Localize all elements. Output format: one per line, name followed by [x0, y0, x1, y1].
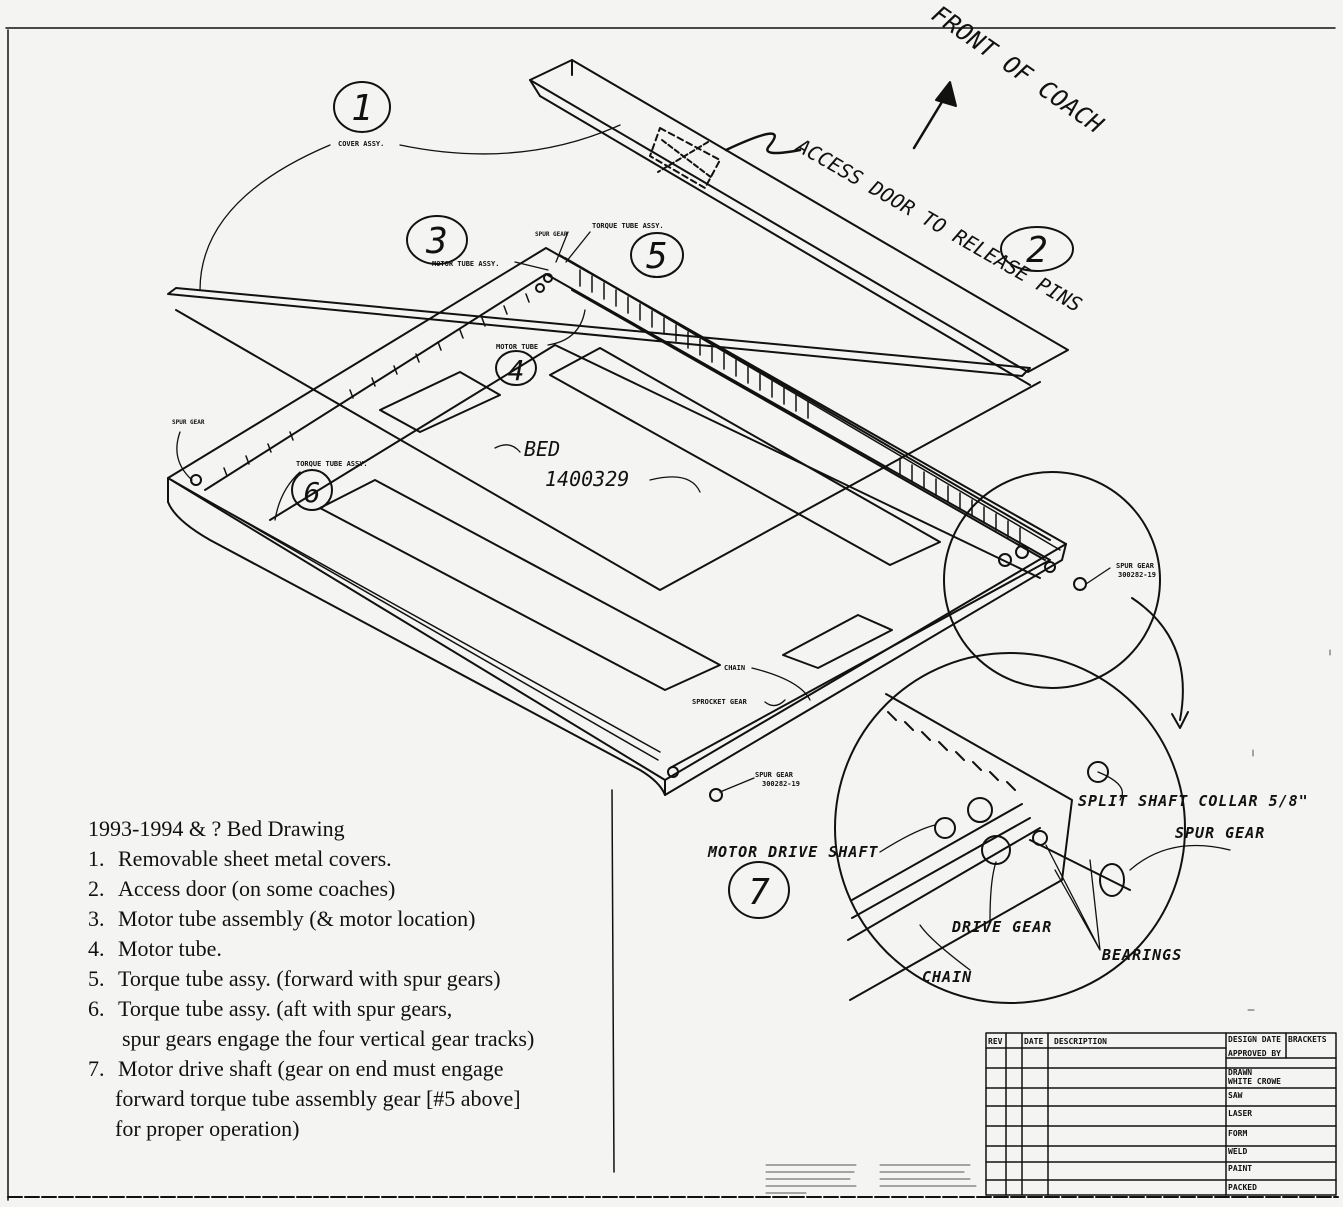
num-5: 5	[646, 236, 668, 277]
bearings-label: BEARINGS	[1101, 946, 1182, 964]
note-item-7-continued-1: forward torque tube assembly gear [#5 ab…	[115, 1086, 521, 1111]
detail-callout-circle	[943, 471, 1161, 689]
tb-saw: SAW	[1228, 1091, 1243, 1100]
tb-design-date: DESIGN DATE	[1228, 1035, 1281, 1044]
note-item-7-continued-2: for proper operation)	[115, 1116, 300, 1141]
drawing-notes: 1993-1994 & ? Bed Drawing 1.Removable sh…	[88, 814, 608, 1144]
circle-7	[728, 861, 790, 919]
circle-2	[1000, 226, 1074, 272]
gears	[190, 273, 1087, 802]
cover-strip	[167, 287, 1041, 591]
notes-title: 1993-1994 & ? Bed Drawing	[88, 816, 345, 841]
tb-weld: WELD	[1228, 1147, 1247, 1156]
tb-date: DATE	[1024, 1037, 1043, 1046]
tb-description: DESCRIPTION	[1054, 1037, 1107, 1046]
bed-label: BED	[524, 437, 560, 461]
note-item-6: 6.Torque tube assy. (aft with spur gears…	[88, 996, 453, 1021]
spur-gear-left-label: SPUR GEAR	[172, 419, 205, 426]
bed-number: 1400329	[545, 467, 629, 491]
note-item-4: 4.Motor tube.	[88, 936, 222, 961]
note-item-5: 5.Torque tube assy. (forward with spur g…	[88, 966, 501, 991]
note-item-6-continued: spur gears engage the four vertical gear…	[122, 1026, 535, 1051]
tb-drawn-by: WHITE CROWE	[1228, 1077, 1281, 1086]
tb-laser: LASER	[1228, 1109, 1252, 1118]
tb-form: FORM	[1228, 1129, 1247, 1138]
spur-gear-bottom-code: 300282-19	[762, 780, 800, 788]
notes-divider	[611, 789, 615, 1173]
num-6: 6	[304, 476, 321, 509]
circle-1	[333, 81, 391, 133]
tb-approved: APPROVED BY	[1228, 1049, 1281, 1058]
cover-assy-label: COVER ASSY.	[338, 140, 384, 148]
spur-gear-right-code: 300282-19	[1118, 571, 1156, 579]
drive-gear-label: DRIVE GEAR	[951, 918, 1052, 936]
note-item-3: 3.Motor tube assembly (& motor location)	[88, 906, 476, 931]
note-item-1: 1.Removable sheet metal covers.	[88, 846, 392, 871]
tb-drawn: DRAWN	[1228, 1068, 1252, 1077]
sprocket-gear-label: SPROCKET GEAR	[692, 698, 748, 706]
num-7: 7	[748, 872, 770, 913]
chain-detail-label: CHAIN	[922, 968, 972, 986]
leader-lines	[176, 124, 1231, 971]
access-arrow	[724, 132, 802, 155]
chain-small-label: CHAIN	[724, 664, 745, 672]
circle-3	[406, 215, 468, 265]
split-shaft-collar-label: SPLIT SHAFT COLLAR 5/8"	[1078, 792, 1309, 810]
note-item-7: 7.Motor drive shaft (gear on end must en…	[88, 1056, 504, 1081]
tb-paint: PAINT	[1228, 1164, 1252, 1173]
spur-gear-small-label: SPUR GEAR	[535, 231, 568, 238]
faint-notes	[765, 649, 1331, 1194]
cover-channel	[529, 59, 1069, 386]
num-3: 3	[425, 221, 448, 262]
motor-tube-label: MOTOR TUBE	[496, 343, 538, 351]
detail-arrow	[1131, 597, 1184, 721]
circle-5	[630, 232, 684, 278]
bed-frame	[167, 247, 1067, 796]
torque-tube-assy-top-label: TORQUE TUBE ASSY.	[592, 222, 664, 230]
front-of-coach: FRONT OF COACH	[927, 0, 1109, 139]
num-1: 1	[351, 88, 373, 129]
spur-gear-right-label: SPUR GEAR	[1116, 562, 1155, 570]
tb-packed: PACKED	[1228, 1183, 1257, 1192]
access-door-note: ACCESS DOOR TO RELEASE PINS	[791, 133, 1086, 317]
torque-tube-assy-left-label: TORQUE TUBE ASSY.	[296, 460, 368, 468]
tb-brackets: BRACKETS	[1288, 1035, 1327, 1044]
num-4: 4	[508, 354, 525, 387]
gear-track-teeth	[223, 269, 1021, 545]
title-block-grid	[985, 1032, 1337, 1196]
detail-view	[834, 652, 1186, 1004]
spur-gear-detail-label: SPUR GEAR	[1175, 824, 1265, 842]
tb-rev: REV	[988, 1037, 1003, 1046]
motor-tube-assy-label: MOTOR TUBE ASSY.	[432, 260, 499, 268]
spur-gear-bottom-label: SPUR GEAR	[755, 771, 794, 779]
num-2: 2	[1026, 230, 1048, 271]
circle-6	[291, 469, 333, 511]
motor-drive-shaft-label: MOTOR DRIVE SHAFT	[707, 843, 879, 861]
note-item-2: 2.Access door (on some coaches)	[88, 876, 396, 901]
circle-4	[495, 350, 537, 386]
